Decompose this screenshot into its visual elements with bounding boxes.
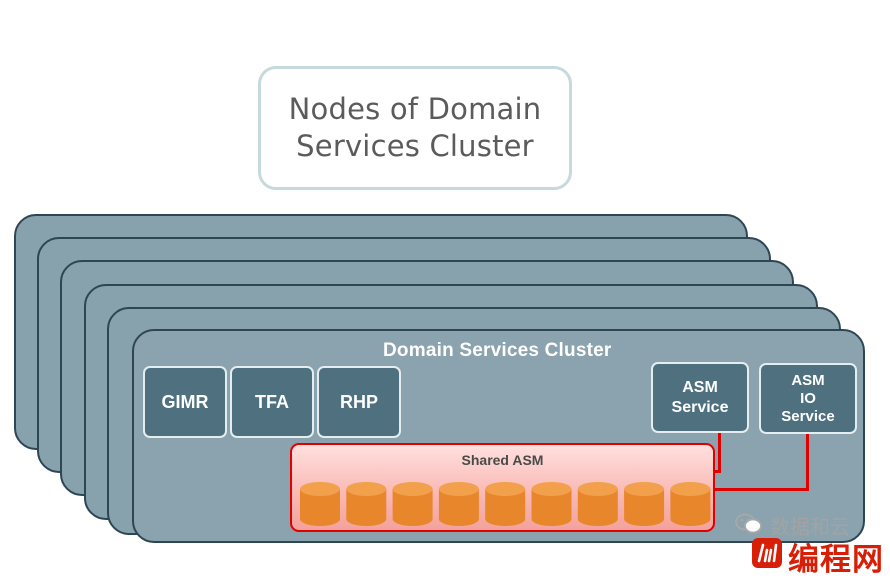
asm-io-label-1: ASM (791, 371, 825, 389)
asm-service-box: ASM Service (651, 362, 749, 433)
asm-io-wire-h (713, 488, 809, 491)
chat-icon (735, 513, 762, 534)
gimr-box: GIMR (143, 366, 227, 438)
rhp-box: RHP (317, 366, 401, 438)
disk-icon (438, 482, 479, 526)
disk-icon (531, 482, 572, 526)
disk-icon (624, 482, 665, 526)
asm-io-wire-v (806, 434, 809, 491)
watermark-text-1: 数据和云 (770, 515, 850, 539)
asm-io-service-box: ASM IO Service (759, 363, 857, 434)
asm-io-label-2: IO (800, 389, 816, 407)
watermark: 数据和云 编程网 (730, 508, 890, 578)
disk-icon (300, 482, 340, 526)
disk-icon (577, 482, 618, 526)
disk-icon (392, 482, 433, 526)
watermark-text-2: 编程网 (788, 542, 884, 578)
shared-asm-label: Shared ASM (461, 452, 544, 468)
asm-service-wire-h (713, 470, 721, 473)
asm-service-label-1: ASM (682, 378, 718, 396)
tfa-label: TFA (255, 391, 289, 412)
disk-icon (346, 482, 387, 526)
title-line-1: Nodes of Domain (288, 92, 542, 126)
gimr-label: GIMR (161, 391, 209, 412)
rhp-label: RHP (339, 391, 378, 412)
tfa-box: TFA (230, 366, 314, 438)
shared-asm-disks (300, 482, 711, 526)
asm-service-wire-v (718, 433, 721, 473)
asm-service-label-2: Service (671, 398, 729, 416)
asm-io-label-3: Service (781, 407, 835, 425)
title-line-2: Services Cluster (296, 129, 534, 163)
title-box: Nodes of Domain Services Cluster (258, 66, 572, 190)
disk-icon (670, 482, 711, 526)
logo-icon (752, 538, 782, 568)
disk-icon (485, 482, 526, 526)
cluster-title: Domain Services Cluster (383, 340, 612, 361)
shared-asm-box: Shared ASM (290, 443, 715, 532)
